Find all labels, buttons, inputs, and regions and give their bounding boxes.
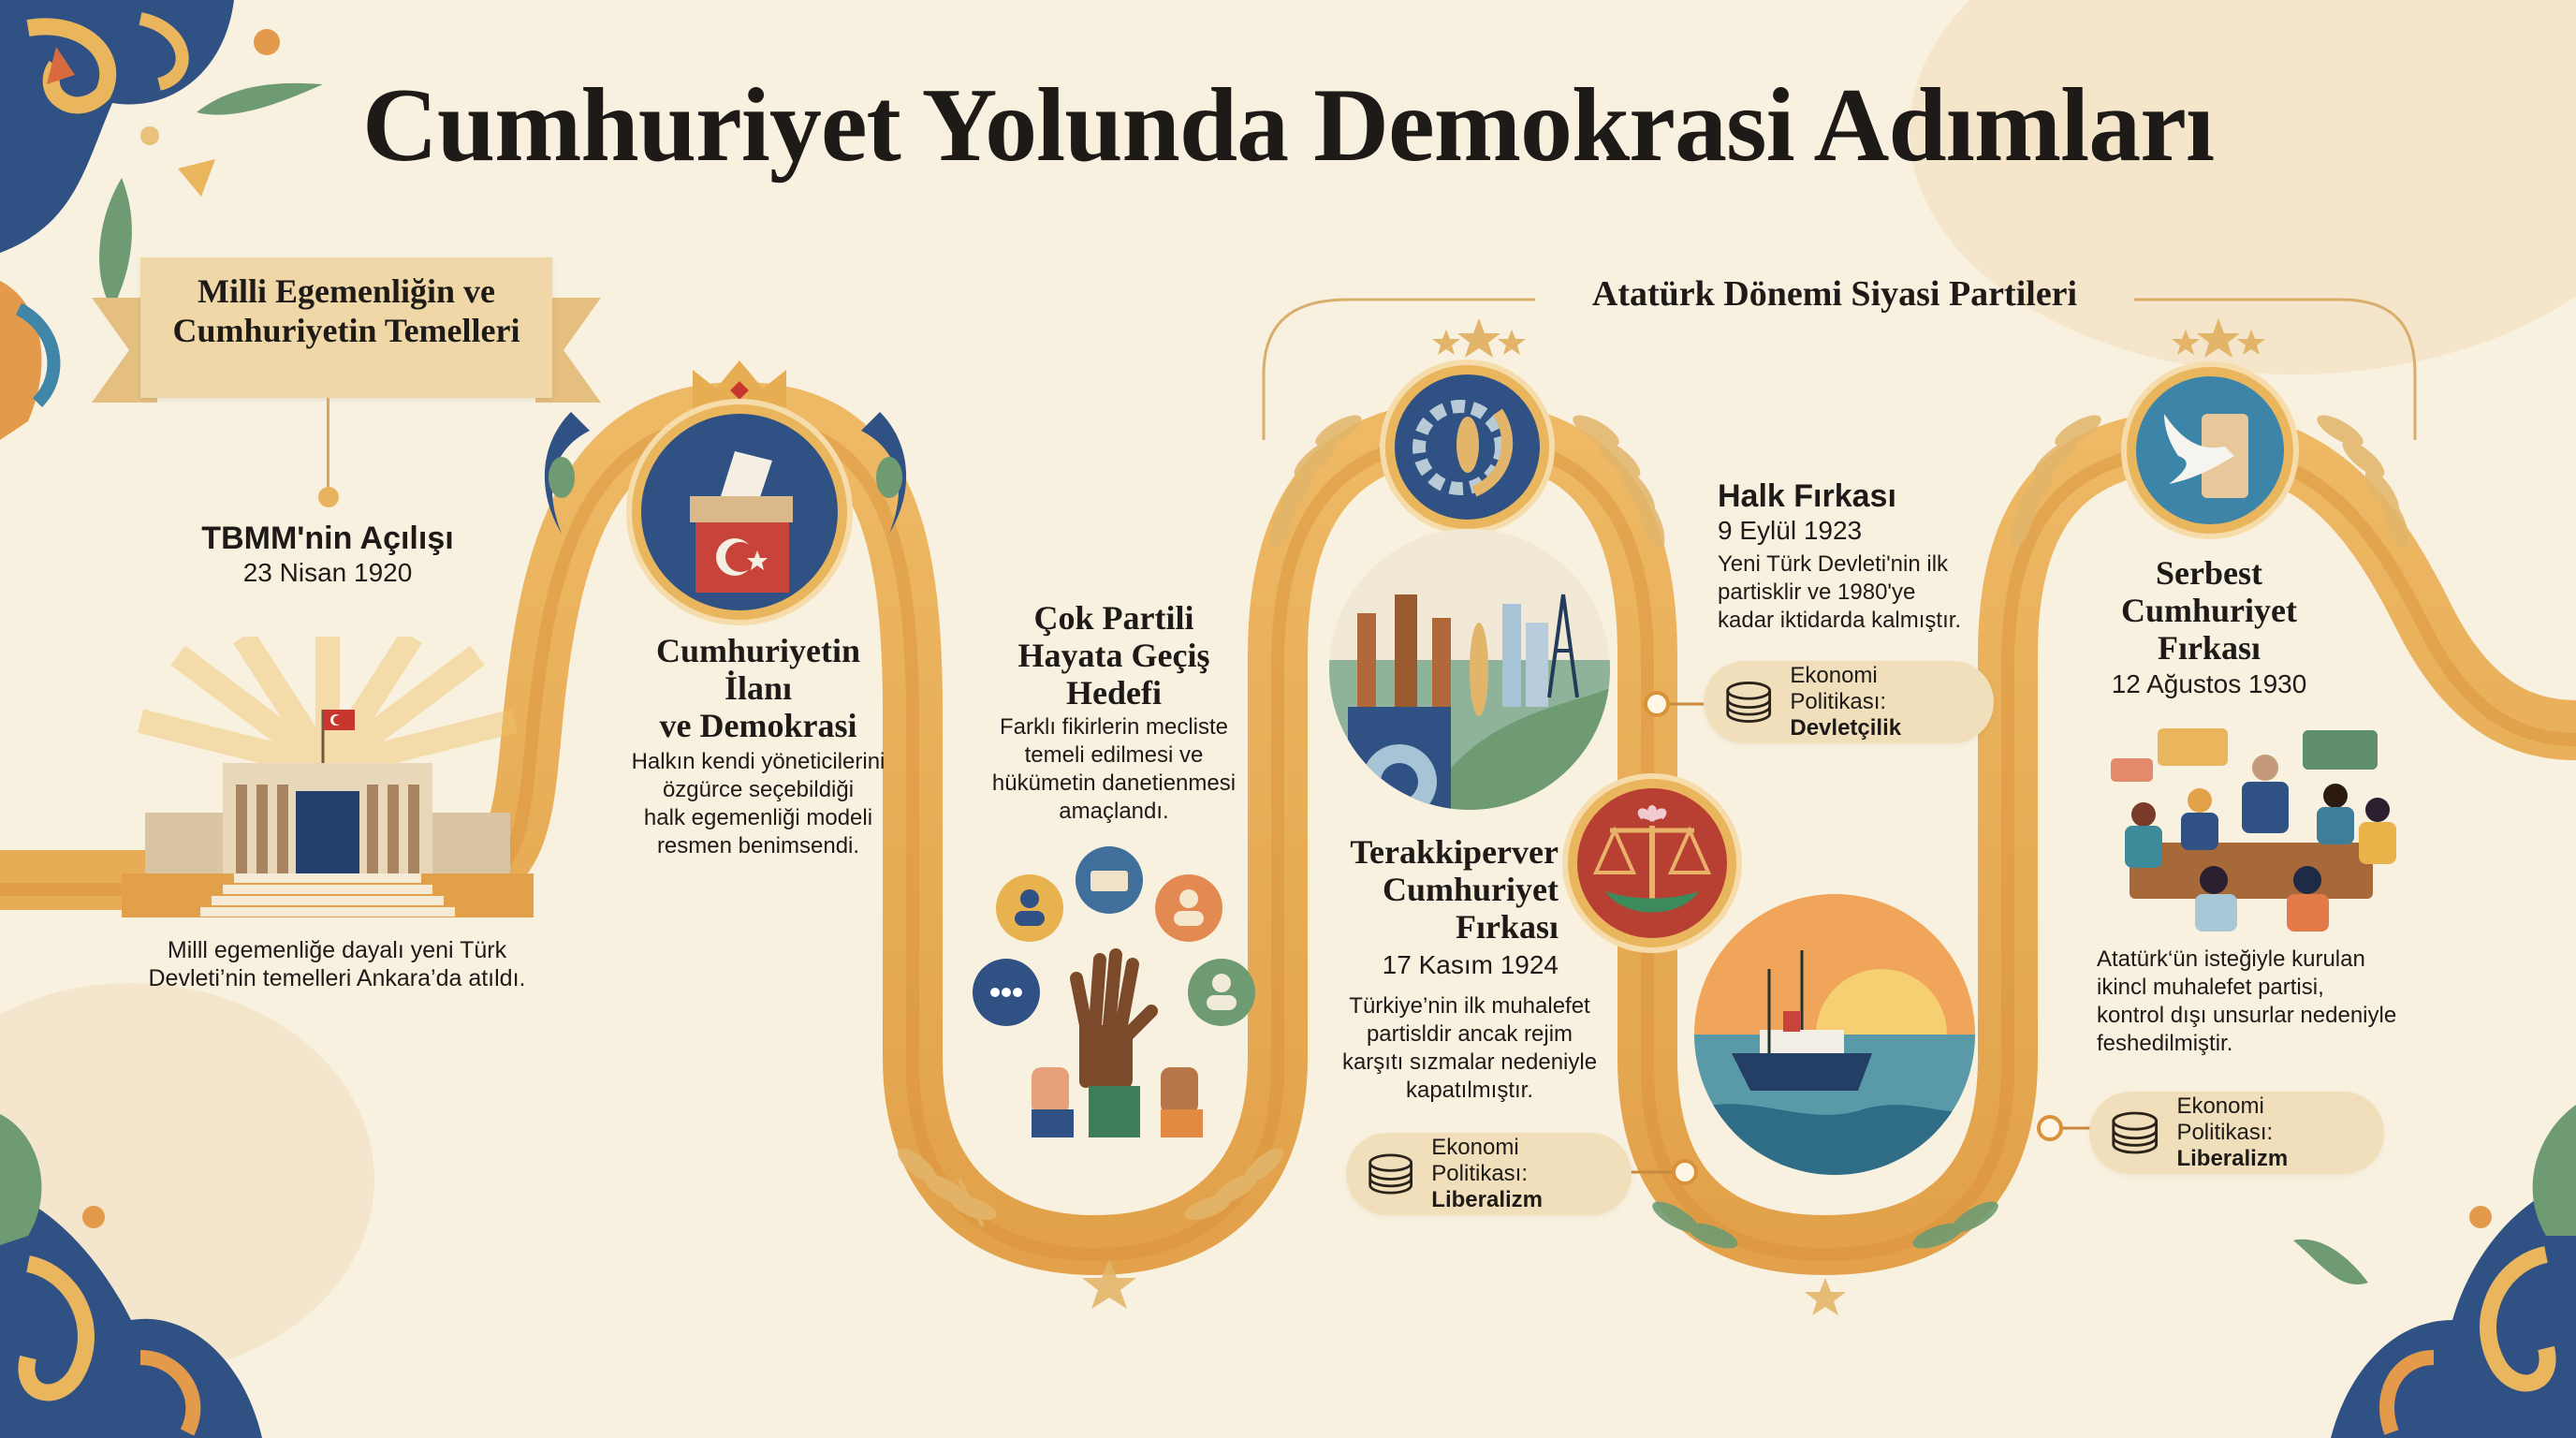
laurel-left-icon bbox=[2009, 415, 2101, 550]
coin-stack-icon bbox=[1726, 682, 1772, 723]
ship-sunset-illustration bbox=[1694, 894, 1975, 1175]
milestone-cumhuriyet: Cumhuriyetin İlanı ve Demokrasi Halkın k… bbox=[590, 632, 927, 860]
milestone-description: Milll egemenliğe dayalı yeni Türk Devlet… bbox=[148, 937, 526, 991]
party-date: 12 Ağustos 1930 bbox=[2111, 669, 2307, 698]
ballot-box-icon bbox=[690, 451, 793, 593]
milestone-tbmm: TBMM'nin Açılışı 23 Nisan 1920 bbox=[159, 520, 496, 589]
parliament-building-icon bbox=[122, 637, 534, 917]
party-name: Terakkiperver Cumhuriyet Fırkası bbox=[1350, 833, 1559, 946]
economy-policy-badge: Ekonomi Politikası: Liberalizm bbox=[1346, 1133, 1632, 1215]
party-terakkiperver: Terakkiperver Cumhuriyet Fırkası 17 Kası… bbox=[1310, 833, 1559, 981]
crown-icon bbox=[693, 360, 786, 407]
ornament-top-left-icon bbox=[0, 0, 323, 440]
milestone-title: Çok Partili Hayata Geçiş Hedefi bbox=[1017, 599, 1210, 712]
section-header: Atatürk Dönemi Siyasi Partileri bbox=[1591, 274, 2078, 314]
laurel-right-icon bbox=[2317, 415, 2409, 550]
milestone-cok-partili: Çok Partili Hayata Geçiş Hedefi Farklı f… bbox=[955, 599, 1273, 826]
milestone-title: TBMM'nin Açılışı bbox=[201, 521, 454, 556]
decorative-leaves-icon bbox=[852, 393, 945, 562]
raised-hands-icon bbox=[973, 846, 1255, 1137]
party-halk-firkasi: Halk Fırkası 9 Eylül 1923 Yeni Türk Devl… bbox=[1718, 477, 2036, 635]
laurel-right-icon bbox=[1573, 415, 1665, 550]
section-banner bbox=[140, 257, 552, 398]
dove-scroll-icon bbox=[2164, 414, 2248, 498]
banner-stem bbox=[327, 398, 329, 492]
page-title: Cumhuriyet Yolunda Demokrasi Adımları bbox=[361, 67, 2215, 183]
party-serbest: Serbest Cumhuriyet Fırkası 12 Ağustos 19… bbox=[2059, 554, 2359, 700]
party-name: Halk Fırkası bbox=[1718, 478, 1896, 514]
laurel-left-icon bbox=[1269, 415, 1362, 550]
dove-scroll-medal bbox=[2127, 367, 2293, 534]
party-description: Yeni Türk Devleti'nin ilk partisklir ve … bbox=[1718, 551, 1962, 633]
party-date: 9 Eylül 1923 bbox=[1718, 516, 1863, 545]
coin-stack-icon bbox=[1368, 1153, 1413, 1195]
ballot-box-medal bbox=[632, 404, 847, 620]
gear-wheat-medal bbox=[1385, 365, 1549, 529]
stars-icon bbox=[1432, 318, 1526, 358]
meeting-table-illustration bbox=[2111, 728, 2396, 932]
milestone-description: Farklı fikirlerin mecliste temeli edilme… bbox=[991, 714, 1237, 824]
industry-landscape-illustration bbox=[1329, 529, 1610, 810]
party-date: 17 Kasım 1924 bbox=[1382, 950, 1559, 979]
scales-lotus-medal bbox=[1568, 779, 1736, 947]
milestone-description: Halkın kendi yöneticilerini özgürce seçe… bbox=[631, 749, 886, 858]
scales-lotus-icon bbox=[1592, 805, 1712, 913]
stars-icon bbox=[2172, 318, 2265, 358]
milestone-title: Cumhuriyetin İlanı ve Demokrasi bbox=[655, 632, 861, 744]
party-name: Serbest Cumhuriyet Fırkası bbox=[2121, 554, 2297, 667]
decorative-leaves-icon bbox=[505, 393, 599, 562]
economy-policy-badge: Ekonomi Politikası: Devletçilik bbox=[1704, 661, 1994, 743]
ornament-bottom-right-icon bbox=[2293, 1105, 2576, 1438]
timeline-dot bbox=[318, 487, 339, 507]
milestone-date: 23 Nisan 1920 bbox=[242, 558, 413, 587]
party-description: Türkiye’nin ilk muhalefet partisldir anc… bbox=[1341, 993, 1598, 1103]
gear-wheat-icon bbox=[1412, 400, 1514, 497]
banner-title: Milli Egemenliğin ve Cumhuriyetin Temell… bbox=[172, 272, 520, 349]
economy-policy-badge: Ekonomi Politikası: Liberalizm bbox=[2089, 1092, 2384, 1174]
party-description: Atatürk‘ün isteğiyle kurulan ikincl muha… bbox=[2097, 946, 2397, 1056]
ornament-bottom-left-icon bbox=[0, 1114, 262, 1438]
coin-stack-icon bbox=[2112, 1111, 2159, 1154]
